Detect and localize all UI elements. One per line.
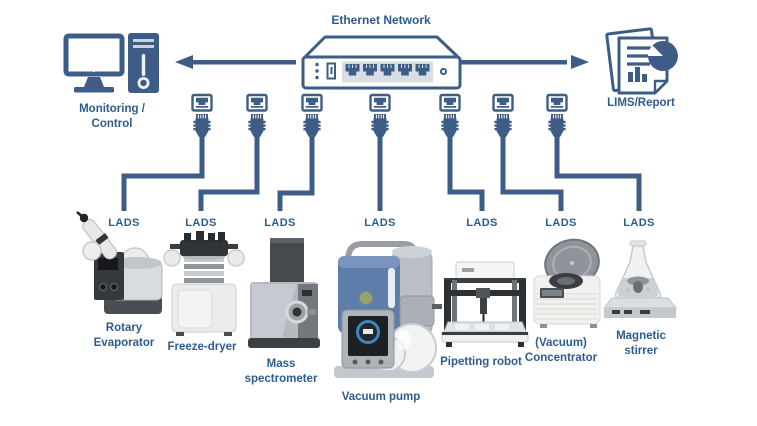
lads-label-5: LADS <box>466 217 498 229</box>
ethernet-connector-icon <box>546 93 568 139</box>
ethernet-connector-icon <box>301 93 323 139</box>
ethernet-switch-icon <box>301 35 462 90</box>
ethernet-connector-icon <box>246 93 268 139</box>
ethernet-connector-icon <box>369 93 391 139</box>
lads-label-1: LADS <box>108 217 140 229</box>
freeze-dryer-image <box>163 231 245 336</box>
ethernet-network-label: Ethernet Network <box>331 13 431 27</box>
device-label-vacuum-pump: Vacuum pump <box>341 391 421 403</box>
ethernet-connector-icon <box>191 93 213 139</box>
monitoring-control-label: Monitoring / Control <box>79 103 145 130</box>
device-label-mass-spectrometer: Mass spectrometer <box>244 358 318 385</box>
device-label-rotary-evaporator: Rotary Evaporator <box>93 322 155 349</box>
rotary-evaporator-image <box>76 211 163 314</box>
device-label-freeze-dryer: Freeze-dryer <box>167 341 237 353</box>
desktop-computer-icon <box>63 33 159 93</box>
mass-spectrometer-image <box>248 238 320 348</box>
ethernet-connectors <box>191 93 568 139</box>
cable-6 <box>500 132 564 211</box>
lads-label-7: LADS <box>623 217 655 229</box>
device-label-magnetic-stirrer: Magnetic stirrer <box>616 330 666 357</box>
report-documents-icon <box>605 27 678 95</box>
lads-label-2: LADS <box>185 217 217 229</box>
pipetting-robot-image <box>441 261 529 347</box>
ethernet-connector-icon <box>439 93 461 139</box>
lads-label-6: LADS <box>545 217 577 229</box>
cable-5 <box>447 132 485 211</box>
arrow-left-icon <box>175 55 296 69</box>
cable-3 <box>277 132 315 211</box>
device-label-pipetting-robot: Pipetting robot <box>440 356 522 368</box>
lads-label-4: LADS <box>364 217 396 229</box>
magnetic-stirrer-image <box>602 240 678 318</box>
cable-7 <box>554 132 642 211</box>
vacuum-concentrator-image <box>533 238 601 328</box>
ethernet-connector-icon <box>492 93 514 139</box>
device-label-vacuum-concentrator: (Vacuum) Concentrator <box>524 337 598 364</box>
cable-1 <box>121 132 205 211</box>
vacuum-pump-image <box>334 241 442 378</box>
lims-report-label: LIMS/Report <box>607 97 675 109</box>
arrow-right-icon <box>461 55 589 69</box>
cable-2 <box>198 132 260 211</box>
ethernet-cables <box>121 132 642 211</box>
lads-label-3: LADS <box>264 217 296 229</box>
